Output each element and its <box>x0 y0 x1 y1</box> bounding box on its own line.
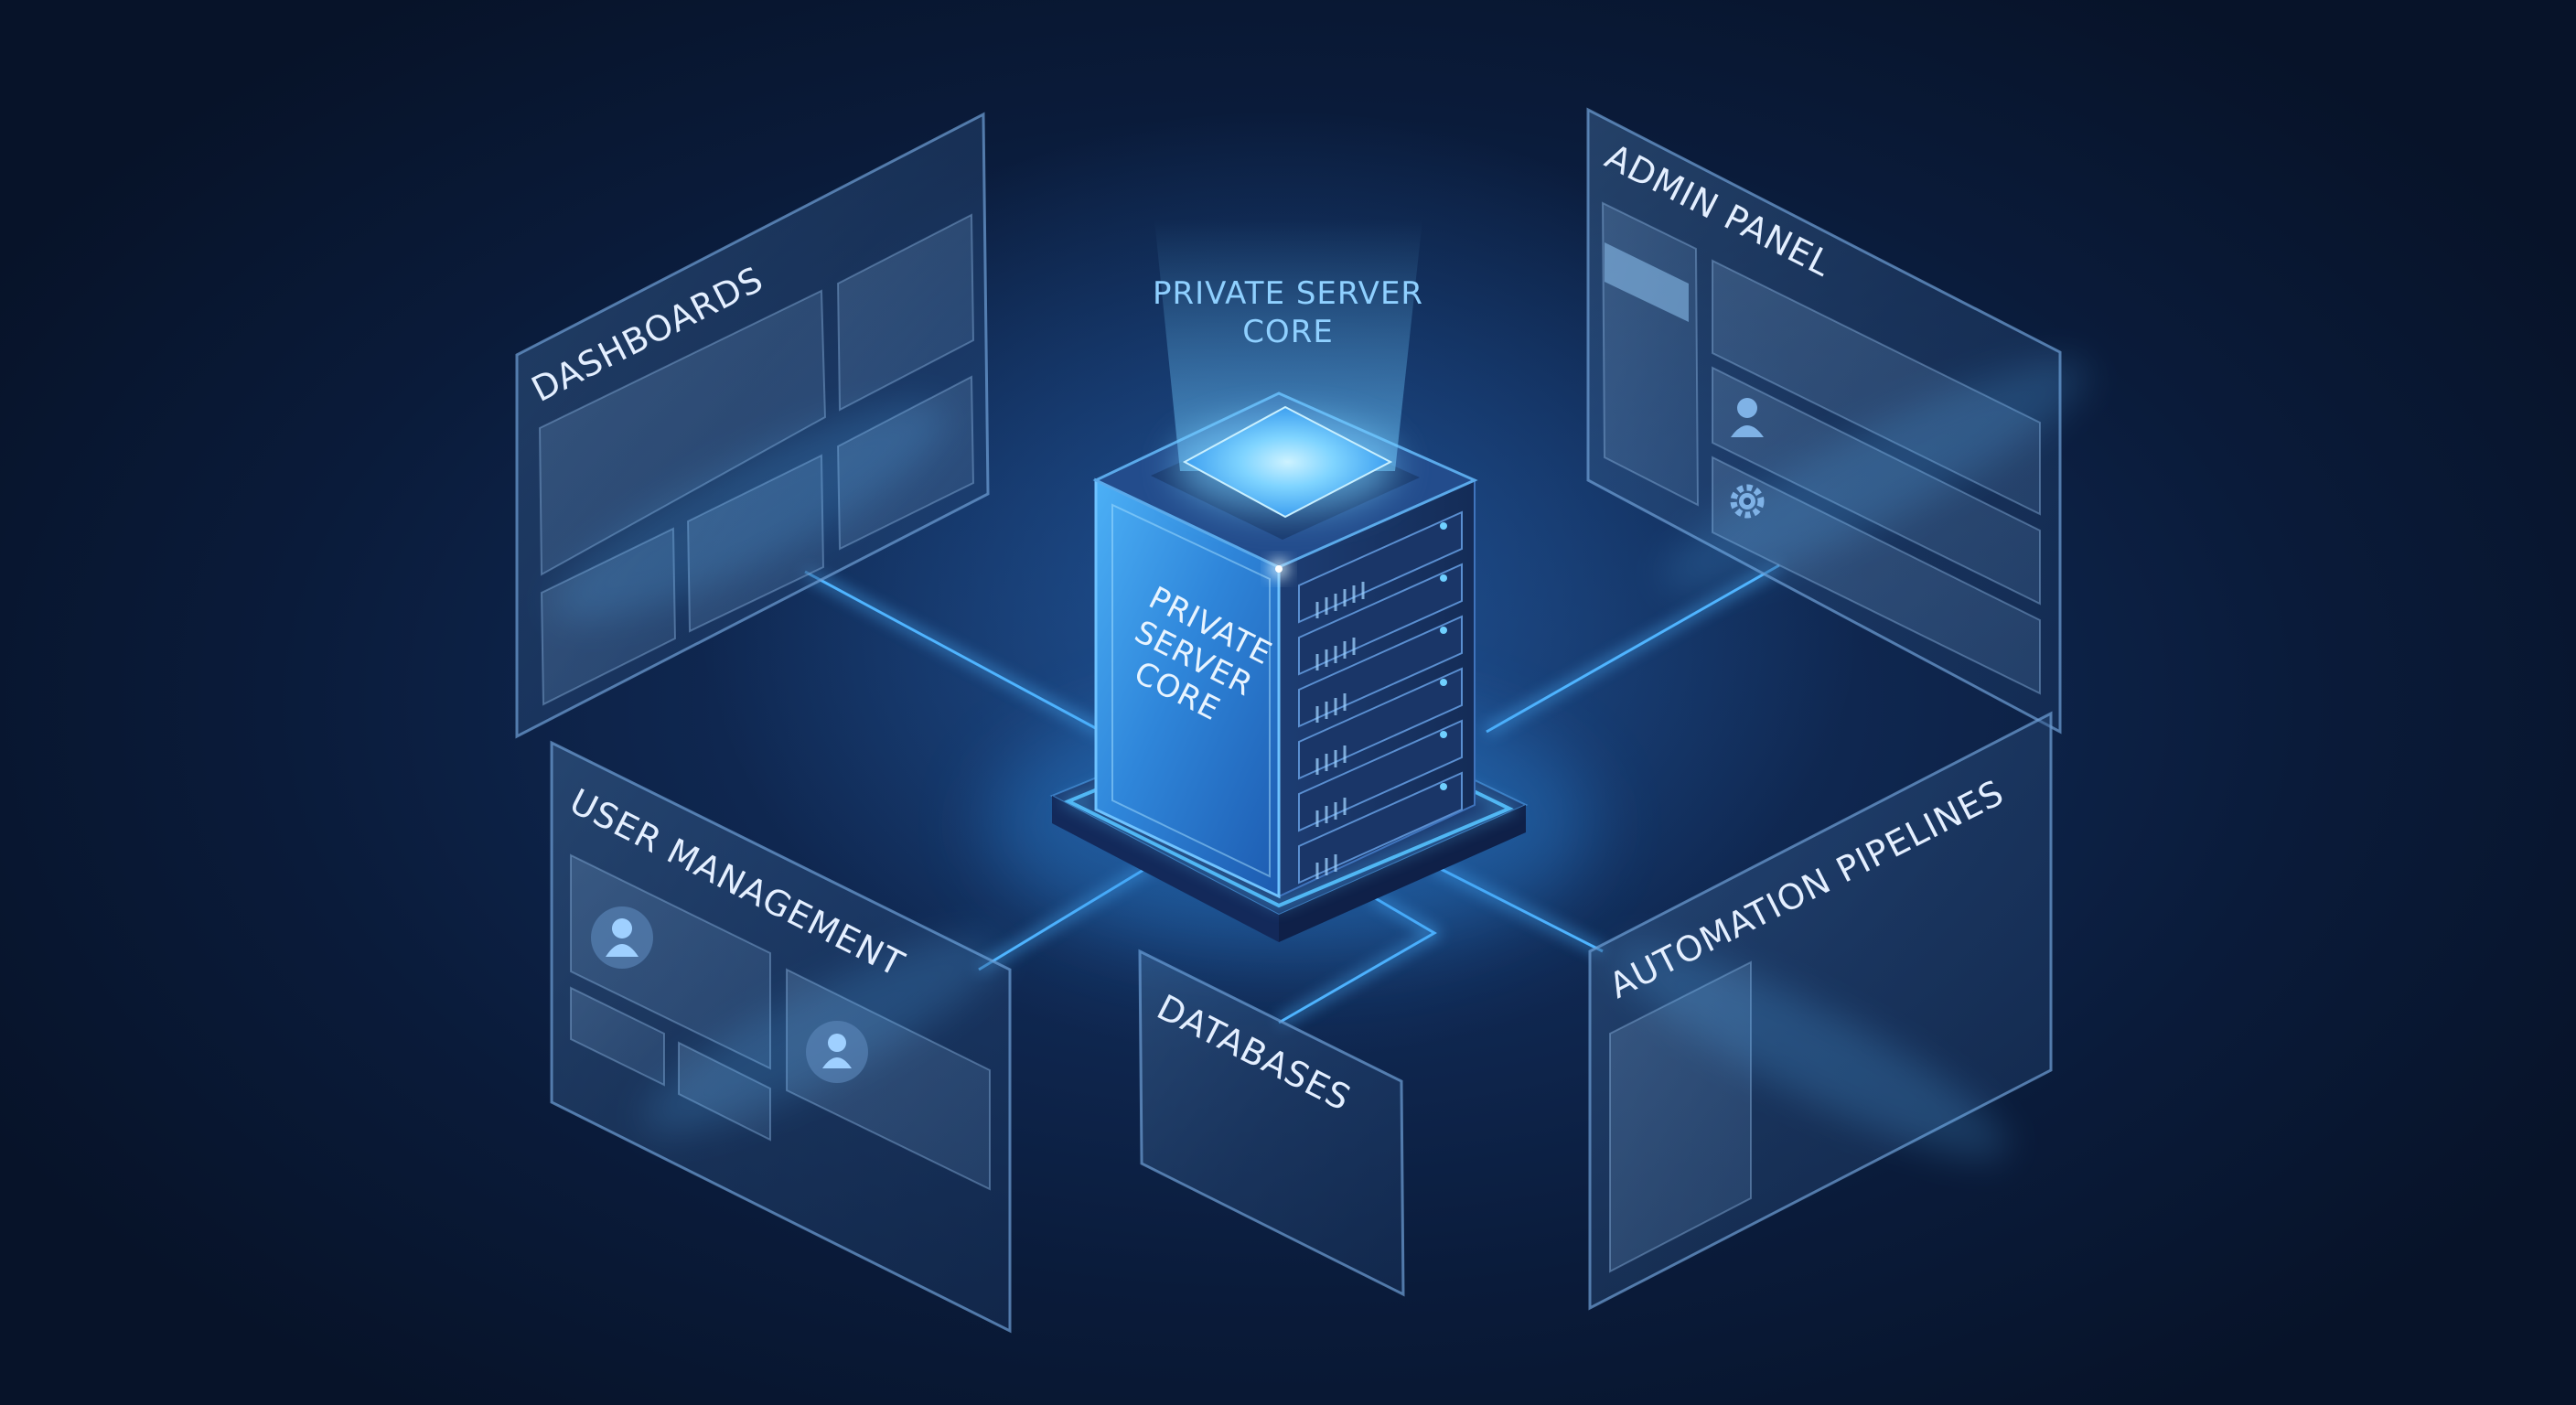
server-core: PRIVATE SERVER CORE PRIVATE SERVER CORE <box>988 220 1592 951</box>
user-icon <box>1731 398 1764 437</box>
user-avatar-icon <box>591 906 653 969</box>
core-light-beam <box>1154 220 1422 471</box>
connector-admin-panel <box>1486 563 1780 734</box>
connector-dashboards <box>804 570 1103 734</box>
gear-icon <box>1730 484 1765 519</box>
automation-pipelines-panel: AUTOMATION PIPELINES <box>1588 711 2053 1311</box>
core-floating-label-line2: CORE <box>1242 314 1334 350</box>
user-group-icon <box>806 1021 868 1083</box>
core-floating-label-line1: PRIVATE SERVER <box>1153 275 1423 312</box>
core-glowing-top <box>1182 405 1393 519</box>
dashboards-panel: DASHBOARDS <box>515 112 990 739</box>
server-rack-units <box>1298 510 1463 885</box>
